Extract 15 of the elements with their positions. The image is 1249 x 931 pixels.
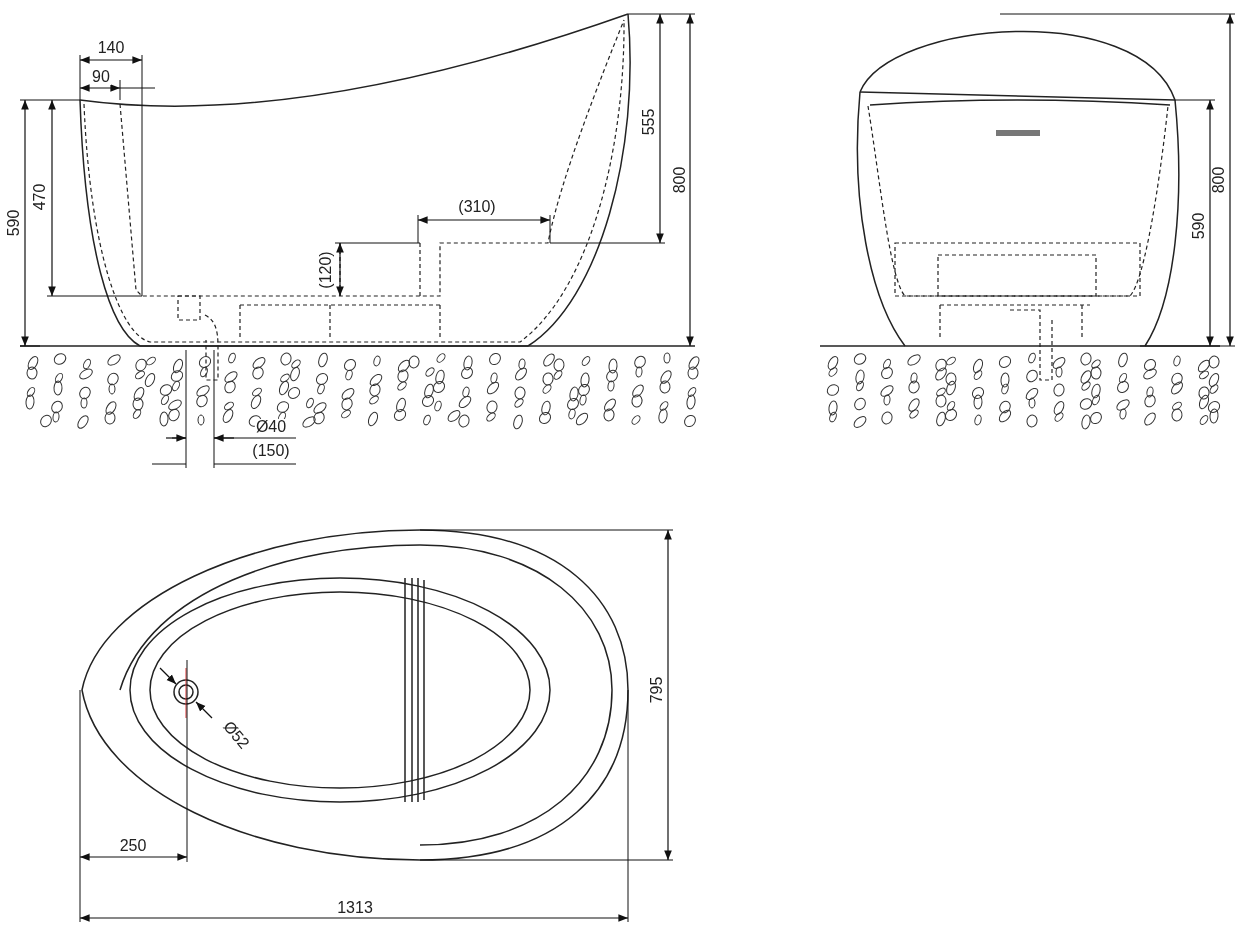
dimension-label: 590 (6, 208, 22, 238)
dimension-label: 90 (91, 69, 111, 85)
dimension-label: (150) (251, 443, 291, 459)
dimension-label: 1313 (336, 900, 374, 916)
dimension-label: (310) (457, 199, 497, 215)
dimension-label: 250 (118, 838, 148, 854)
dimension-label: 140 (96, 40, 126, 56)
dimension-label: (120) (318, 250, 334, 290)
dimension-label: 800 (1211, 165, 1227, 195)
dimension-label: 800 (672, 165, 688, 195)
dimension-label: 470 (32, 182, 48, 212)
dimension-label: 795 (649, 675, 665, 705)
dimension-label: 555 (641, 107, 657, 137)
dimension-label: Ø40 (254, 419, 288, 435)
dimension-label: 590 (1191, 211, 1207, 241)
